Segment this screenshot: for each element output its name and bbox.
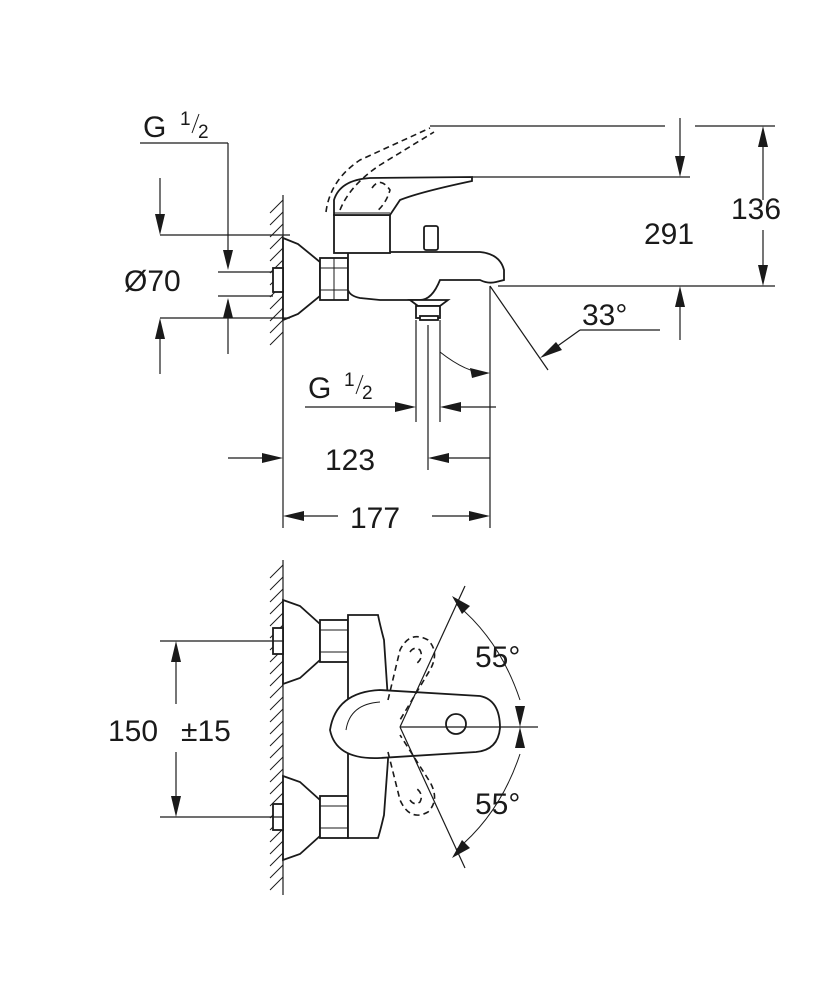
lever-angle-dimension: 55° 55° <box>399 585 538 869</box>
upper-rosette-front <box>272 598 349 686</box>
lever-rotated-positions <box>387 635 436 816</box>
svg-text:123: 123 <box>325 444 375 477</box>
inlet-stub <box>272 267 284 293</box>
height-dimensions: 291 136 <box>430 118 781 340</box>
svg-text:±15: ±15 <box>181 715 231 748</box>
svg-text:177: 177 <box>350 502 400 535</box>
thread-label-bottom: G 1 2 <box>308 370 373 405</box>
side-view: G 1 2 Ø70 <box>124 109 781 535</box>
wall-front <box>269 560 284 895</box>
dimension-177: 177 <box>282 352 490 535</box>
svg-text:150: 150 <box>108 715 158 748</box>
lever-handle-raised <box>325 127 431 213</box>
thread-label-top: G 1 2 <box>143 109 209 144</box>
svg-text:G: G <box>143 111 166 144</box>
lower-rosette-front <box>272 774 349 862</box>
diverter-knob <box>423 225 439 251</box>
svg-text:1: 1 <box>180 109 191 130</box>
svg-text:55°: 55° <box>475 641 520 674</box>
hex-nut-side <box>319 257 349 301</box>
svg-text:291: 291 <box>644 218 694 251</box>
svg-text:G: G <box>308 372 331 405</box>
svg-text:2: 2 <box>198 122 209 143</box>
svg-text:2: 2 <box>362 383 373 404</box>
lever-pivot <box>445 713 467 735</box>
svg-text:Ø70: Ø70 <box>124 265 181 298</box>
mixer-body-side <box>347 251 505 301</box>
svg-text:136: 136 <box>731 193 781 226</box>
diameter-dimension: Ø70 <box>124 178 290 374</box>
wall-rosette-side <box>282 236 321 322</box>
outlet-nipple <box>407 299 451 321</box>
dimension-123: 123 <box>228 325 490 477</box>
connection-spacing-dimension: 150 ±15 <box>108 640 283 818</box>
svg-text:1: 1 <box>344 370 355 391</box>
lever-handle-front <box>329 689 501 759</box>
front-view: 55° 55° 150 ±15 <box>108 560 538 895</box>
lever-handle-side <box>333 176 473 216</box>
svg-text:33°: 33° <box>582 299 627 332</box>
svg-text:55°: 55° <box>475 788 520 821</box>
cartridge-housing <box>333 214 391 254</box>
